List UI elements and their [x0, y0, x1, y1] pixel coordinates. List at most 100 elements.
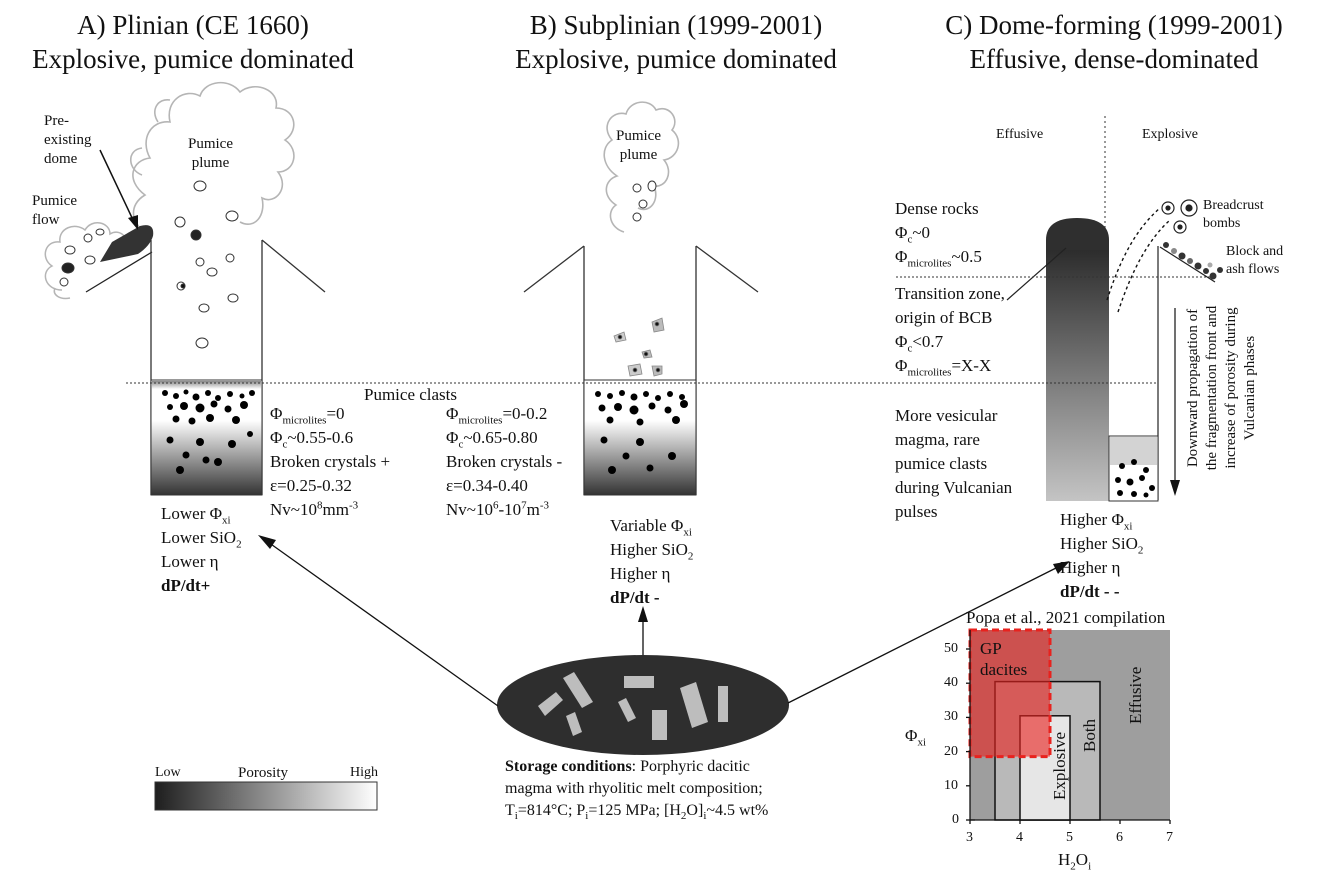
- plume-b-label-2: plume: [619, 147, 658, 163]
- porosity-low-label: Low: [155, 765, 181, 780]
- bottom-b-sio2: Higher SiO2: [610, 540, 694, 563]
- inset-y-tick-0: 0: [952, 812, 959, 827]
- inset-y-tick-10: 10: [944, 777, 958, 793]
- dense-phi-microlites: Φmicrolites~0.5: [895, 247, 982, 270]
- region-effusive-label: Effusive: [1126, 666, 1145, 724]
- title-a-line2: Explosive, pumice dominated: [32, 44, 354, 74]
- props-a: Φmicrolites=0 Φc~0.55-0.6 Broken crystal…: [270, 402, 390, 522]
- title-c: C) Dome-forming (1999-2001) Effusive, de…: [916, 8, 1312, 76]
- storage-line-1: Storage conditions: Porphyric dacitic: [505, 758, 750, 775]
- porosity-label: Porosity: [238, 765, 289, 781]
- title-b: B) Subplinian (1999-2001) Explosive, pum…: [484, 8, 868, 76]
- bottom-b: Variable Φxi Higher SiO2 Higher η dP/dt …: [610, 514, 693, 610]
- arrow-c-shaft: [787, 565, 1061, 704]
- props-b-strain: ε=0.34-0.40: [446, 476, 528, 495]
- bottom-b-dpdt: dP/dt -: [610, 588, 660, 607]
- inset-y-tick-40: 40: [944, 675, 958, 691]
- arrow-a-head: [258, 535, 276, 549]
- inset-title: Popa et al., 2021 compilation: [966, 608, 1166, 627]
- props-b-phi-c: Φc~0.65-0.80: [446, 428, 538, 451]
- dome-column: [1046, 246, 1109, 501]
- vesicular-line-5: pulses: [895, 502, 938, 521]
- region-explosive-label: Explosive: [1050, 732, 1069, 800]
- downward-arrow-head: [1170, 480, 1180, 496]
- storage-conditions: Storage conditions: Porphyric dacitic ma…: [505, 756, 768, 822]
- pumice-flow-cloud: [44, 222, 127, 300]
- bottom-c: Higher Φxi Higher SiO2 Higher η dP/dt - …: [1060, 508, 1143, 604]
- vesicular-line-2: magma, rare: [895, 430, 980, 449]
- plume-a-label-2: plume: [191, 155, 230, 171]
- pre-existing-dome-label: Pre- existing dome: [44, 112, 92, 169]
- bottom-a-phi: Lower Φxi: [161, 504, 231, 527]
- dome-pointer-arrowhead: [128, 215, 138, 230]
- bcb-line-2: bombs: [1203, 216, 1241, 231]
- bottom-c-dpdt: dP/dt - -: [1060, 582, 1120, 601]
- downward-line-1: Downward propagation of: [1185, 308, 1201, 468]
- inset-y-label: Φxi: [905, 726, 926, 749]
- conduit-b-vesicles: [595, 390, 688, 474]
- pre-existing-dome: [100, 225, 154, 262]
- title-a: A) Plinian (CE 1660) Explosive, pumice d…: [12, 8, 374, 76]
- bcb-line-1: Breadcrust: [1203, 198, 1264, 213]
- pumice-clasts-label: Pumice clasts: [364, 385, 458, 404]
- effusive-header: Effusive: [996, 127, 1044, 142]
- bottom-a-dpdt: dP/dt+: [161, 576, 211, 595]
- props-b-nv: Nv~106-107m-3: [446, 499, 550, 519]
- conduit-a-vesicles: [162, 389, 255, 474]
- title-a-line1: A) Plinian (CE 1660): [77, 10, 309, 40]
- inset-y-tick-20: 20: [944, 743, 958, 759]
- inset-x-tick-4: 4: [1016, 830, 1023, 845]
- flow-label-2: flow: [32, 212, 60, 228]
- pumice-flow-clasts: [59, 228, 105, 287]
- pumice-flow-slope: [85, 251, 153, 293]
- subplinian-plume-clasts: [632, 180, 657, 222]
- transition-line-1: Transition zone,: [895, 284, 1005, 303]
- props-b: Φmicrolites=0-0.2 Φc~0.65-0.80 Broken cr…: [446, 402, 562, 522]
- gp-label-2: dacites: [980, 660, 1028, 679]
- bottom-b-viscosity: Higher η: [610, 564, 671, 583]
- inset-axes: [966, 630, 1171, 824]
- explosive-header: Explosive: [1142, 127, 1198, 142]
- baf-line-1: Block and: [1226, 244, 1284, 259]
- region-both-label: Both: [1080, 718, 1099, 752]
- title-c-line2: Effusive, dense-dominated: [969, 44, 1259, 74]
- props-b-broken-crystals: Broken crystals -: [446, 452, 563, 471]
- pre-label-1: Pre-: [44, 113, 69, 129]
- plume-b-label-1: Pumice: [616, 128, 661, 144]
- subplinian-conduit-clasts: [613, 317, 665, 377]
- pre-label-3: dome: [44, 151, 78, 167]
- plinian-plume-clasts: [174, 180, 239, 349]
- block-and-ash-flow: [1159, 242, 1223, 283]
- plinian-plume-cloud: [129, 81, 295, 236]
- baf-line-2: ash flows: [1226, 262, 1280, 277]
- dense-phi-c: Φc~0: [895, 223, 931, 246]
- arrow-b-head: [638, 606, 648, 622]
- props-a-strain: ε=0.25-0.32: [270, 476, 352, 495]
- downward-propagation-text: Downward propagation of the fragmentatio…: [1184, 278, 1264, 498]
- bottom-c-viscosity: Higher η: [1060, 558, 1121, 577]
- transition-line-2: origin of BCB: [895, 308, 993, 327]
- storage-line-2: magma with rhyolitic melt composition;: [505, 780, 763, 797]
- block-ash-flows-label: Block and ash flows: [1226, 243, 1283, 279]
- dense-rocks-title: Dense rocks: [895, 199, 979, 218]
- vesicular-line-1: More vesicular: [895, 406, 998, 425]
- inset-x-tick-3: 3: [966, 830, 973, 845]
- bottom-b-phi: Variable Φxi: [610, 516, 692, 539]
- transition-zone-block: Transition zone, origin of BCB Φc<0.7 Φm…: [895, 282, 1005, 378]
- porosity-gradient-bar: [154, 781, 378, 811]
- breadcrust-bombs-label: Breadcrust bombs: [1203, 197, 1264, 233]
- inset-x-tick-7: 7: [1166, 830, 1173, 845]
- vesicular-line-3: pumice clasts: [895, 454, 988, 473]
- props-b-phi-microlites: Φmicrolites=0-0.2: [446, 404, 548, 427]
- bottom-c-phi: Higher Φxi: [1060, 510, 1133, 533]
- arrow-a-shaft: [267, 541, 499, 707]
- gp-label-1: GP: [980, 639, 1002, 658]
- conduit-c-vesicles: [1115, 459, 1155, 498]
- props-a-broken-crystals: Broken crystals +: [270, 452, 391, 471]
- transition-phi-microlites: Φmicrolites=X-X: [895, 356, 992, 379]
- props-a-phi-c: Φc~0.55-0.6: [270, 428, 354, 451]
- conduit-b-magma-rim: [583, 379, 697, 496]
- inset-y-tick-30: 30: [944, 709, 958, 725]
- vesicular-line-4: during Vulcanian: [895, 478, 1013, 497]
- pre-label-2: existing: [44, 132, 92, 148]
